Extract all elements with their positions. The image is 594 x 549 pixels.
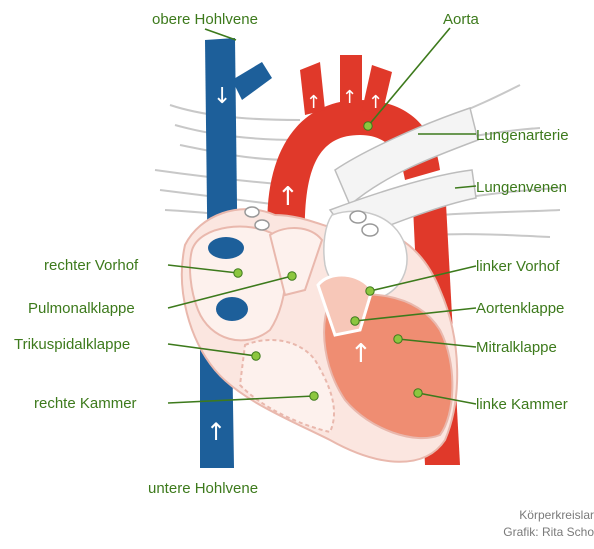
marker-linker-vorhof (366, 287, 374, 295)
pulmonary-vein-opening-3 (255, 220, 269, 230)
credit-line-2: Grafik: Rita Scho (503, 525, 594, 539)
label-obere-hohlvene: obere Hohlvene (152, 11, 258, 28)
credit-line-1: Körperkreislar (519, 508, 594, 522)
label-trikuspidalklappe: Trikuspidalklappe (14, 336, 130, 353)
label-lungenarterie: Lungenarterie (476, 127, 569, 144)
pulmonary-vein-opening-4 (245, 207, 259, 217)
marker-pulmonalklappe (288, 272, 296, 280)
label-linke-kammer: linke Kammer (476, 396, 568, 413)
label-pulmonalklappe: Pulmonalklappe (28, 300, 135, 317)
marker-mitralklappe (394, 335, 402, 343)
svg-text:↑: ↑ (342, 87, 357, 108)
svc-down-arrow: ↓ (213, 84, 231, 109)
label-rechter-vorhof: rechter Vorhof (44, 257, 139, 274)
svg-text:↑: ↑ (306, 92, 321, 113)
label-aorta: Aorta (443, 11, 480, 28)
label-rechte-kammer: rechte Kammer (34, 395, 137, 412)
marker-rechter-vorhof (234, 269, 242, 277)
lv-up-arrow: ↑ (350, 339, 372, 369)
svg-text:↑: ↑ (277, 182, 299, 212)
marker-aorta (364, 122, 372, 130)
pulmonary-vein-opening-1 (350, 211, 366, 223)
label-aortenklappe: Aortenklappe (476, 300, 564, 317)
label-mitralklappe: Mitralklappe (476, 339, 557, 356)
svc-opening (208, 237, 244, 259)
label-linker-vorhof: linker Vorhof (476, 258, 560, 275)
marker-linke-kammer (414, 389, 422, 397)
label-untere-hohlvene: untere Hohlvene (148, 480, 258, 497)
label-lungenvenen: Lungenvenen (476, 179, 567, 196)
marker-aortenklappe (351, 317, 359, 325)
ivc-opening (216, 297, 248, 321)
marker-trikuspidalklappe (252, 352, 260, 360)
pulmonary-vein-opening-2 (362, 224, 378, 236)
ivc-up-arrow: ↑ (206, 418, 226, 446)
marker-rechte-kammer (310, 392, 318, 400)
